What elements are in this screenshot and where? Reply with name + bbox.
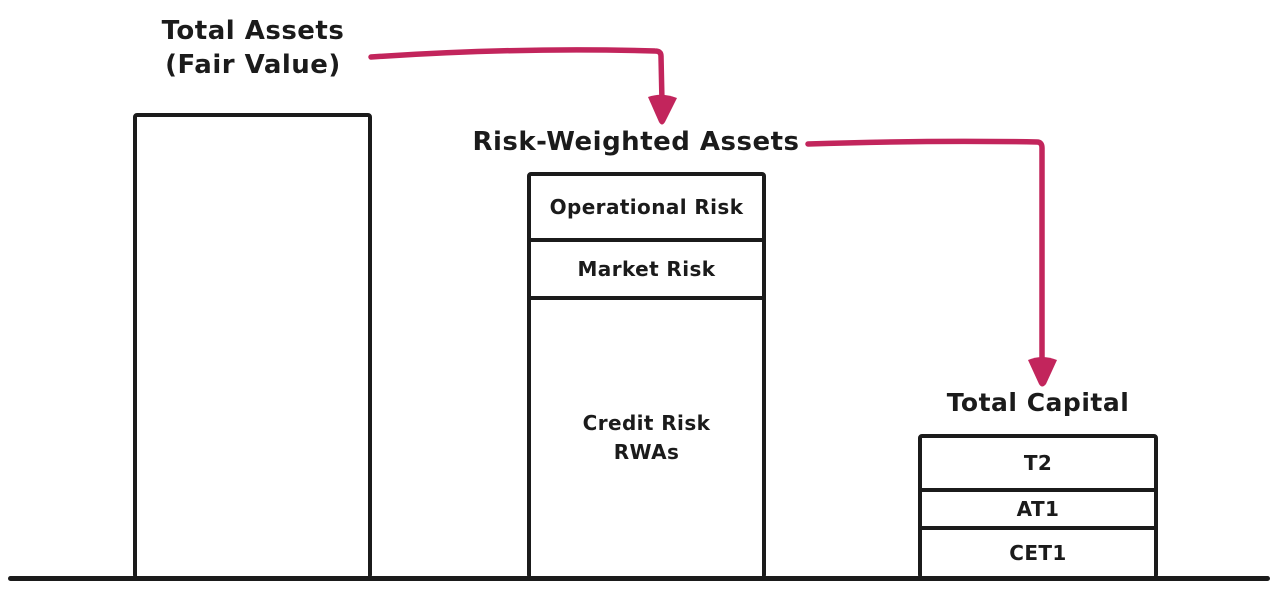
label-risk-weighted-assets: Risk-Weighted Assets (472, 127, 800, 157)
segment-credit-risk-rwas-label: Credit Risk RWAs (583, 409, 711, 467)
label-total-assets-line2: (Fair Value) (165, 50, 341, 80)
segment-market-risk-label: Market Risk (577, 256, 716, 281)
bar-total-capital: T2 AT1 CET1 (918, 434, 1158, 579)
bar-risk-weighted-assets: Operational Risk Market Risk Credit Risk… (527, 172, 766, 579)
segment-operational-risk: Operational Risk (531, 176, 762, 242)
bar-total-assets (133, 113, 372, 579)
baseline (8, 576, 1270, 581)
arrowhead-down-icon (1028, 357, 1057, 387)
label-total-assets: Total Assets (Fair Value) (138, 14, 368, 82)
label-total-capital: Total Capital (946, 388, 1130, 417)
segment-market-risk: Market Risk (531, 242, 762, 300)
segment-credit-risk-line2: RWAs (613, 440, 680, 464)
arrowhead-down-icon (648, 94, 677, 125)
segment-cet1-label: CET1 (1009, 540, 1067, 565)
arrow-rwa-to-total-capital (805, 138, 1057, 387)
segment-at1: AT1 (922, 492, 1154, 530)
segment-credit-risk-line1: Credit Risk (582, 411, 711, 435)
segment-at1-label: AT1 (1016, 496, 1060, 521)
arrow-total-assets-to-rwa (368, 47, 677, 125)
segment-t2-label: T2 (1023, 450, 1053, 475)
segment-credit-risk-rwas: Credit Risk RWAs (531, 300, 762, 576)
segment-cet1: CET1 (922, 530, 1154, 576)
segment-operational-risk-label: Operational Risk (549, 194, 744, 219)
label-total-assets-line1: Total Assets (161, 16, 345, 46)
segment-t2: T2 (922, 438, 1154, 492)
